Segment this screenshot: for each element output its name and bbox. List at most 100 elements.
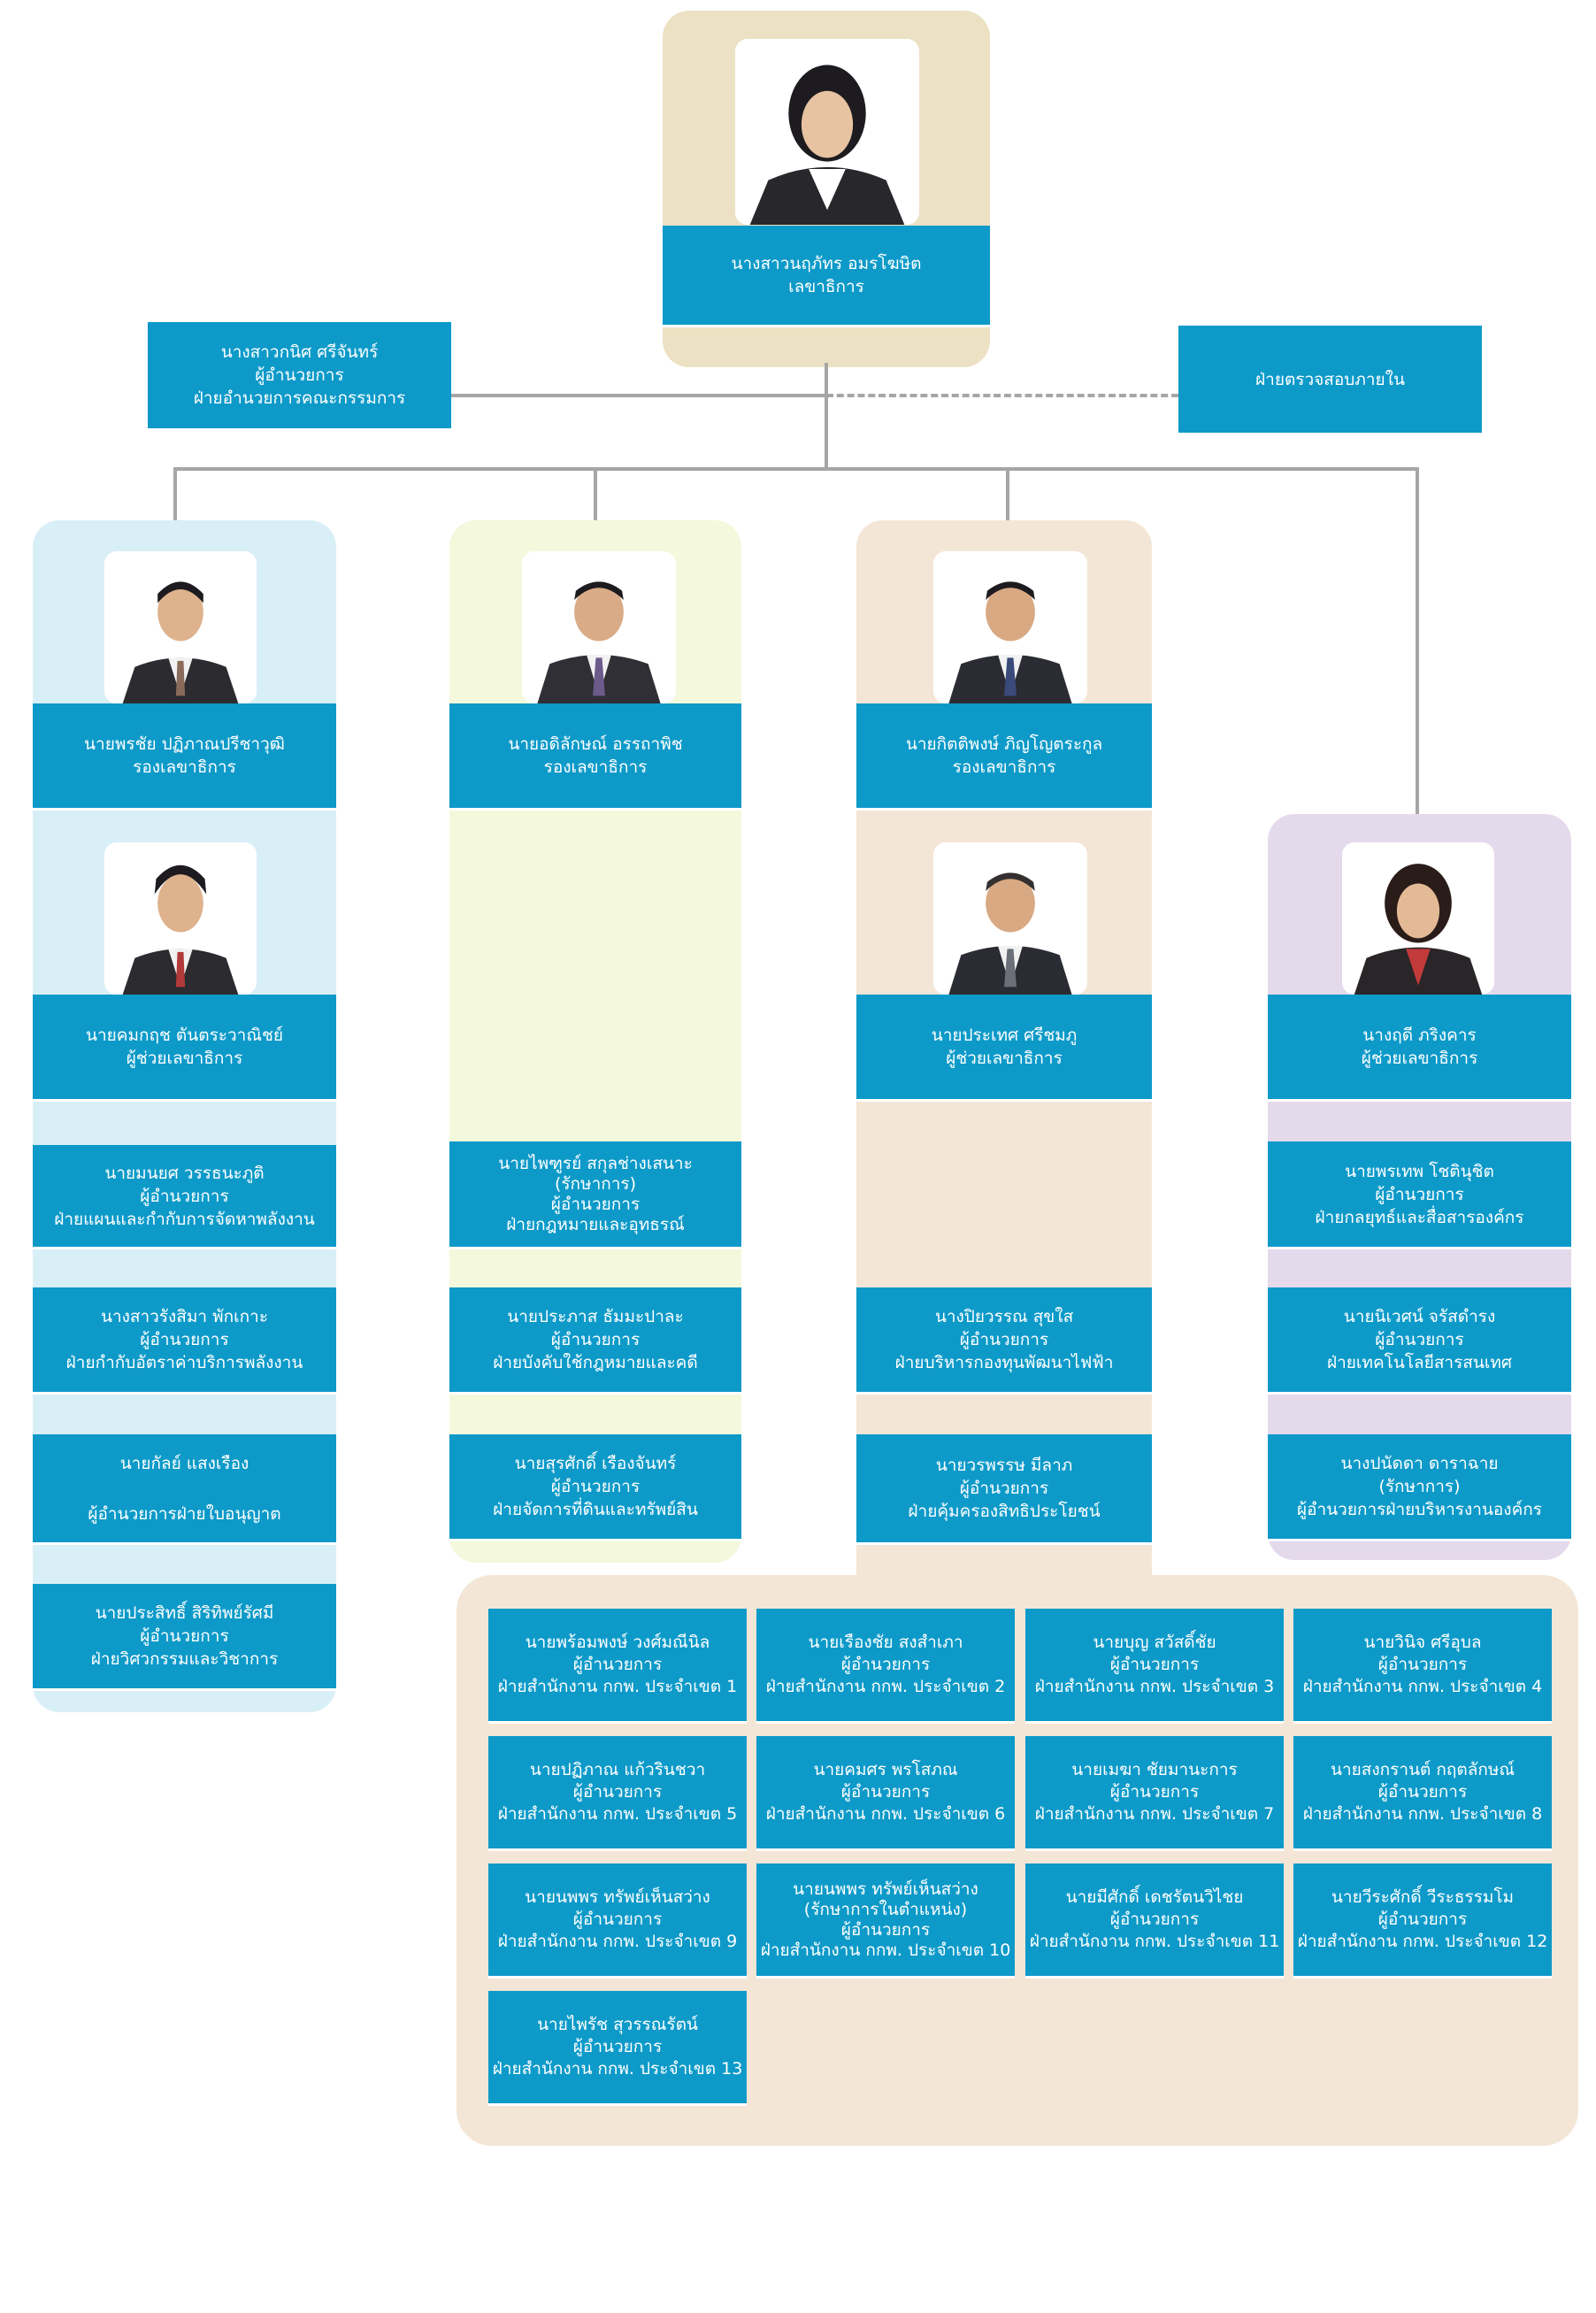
unit-name: ฝ่ายบริหารกองทุนพัฒนาไฟฟ้า: [894, 1353, 1114, 1372]
unit-head: นางปนัดดา ดาราฉาย: [1340, 1454, 1499, 1473]
region-name: ฝ่ายสำนักงาน กกพ. ประจำเขต 11: [1029, 1932, 1280, 1951]
region-head: นายบุญ สวัสดิ์ชัย: [1093, 1633, 1216, 1652]
deputy-box-col2: นายอดิลักษณ์ อรรถาพิช รองเลขาธิการ: [449, 703, 741, 811]
unit-head: นางปิยวรรณ สุขใส: [934, 1307, 1074, 1326]
person-photo: [933, 551, 1087, 703]
person-photo: [933, 842, 1087, 995]
region-role: ผู้อำนวยการ: [572, 2037, 663, 2056]
connector-trunk: [825, 363, 828, 471]
person-title: ผู้ช่วยเลขาธิการ: [126, 1049, 243, 1068]
unit-head: นางสาวรังสิมา พักเกาะ: [100, 1307, 269, 1326]
unit-role: ผู้อำนวยการ: [140, 1330, 229, 1349]
person-title: ผู้ช่วยเลขาธิการ: [946, 1049, 1063, 1068]
unit-head: นายสุรศักดิ์ เรืองจันทร์: [514, 1454, 677, 1473]
unit-box: นายมนยศ วรรธนะภูติ ผู้อำนวยการ ฝ่ายแผนแล…: [33, 1145, 336, 1249]
region-head: นายนพพร ทรัพย์เห็นสว่าง: [793, 1879, 978, 1899]
connector-audit-dashed: [826, 394, 1178, 397]
unit-name: ฝ่ายกลยุทธ์และสื่อสารองค์กร: [1315, 1207, 1524, 1227]
unit-head: นายประภาส ธัมมะปาละ: [507, 1307, 684, 1326]
unit-role: ผู้อำนวยการ: [1375, 1184, 1464, 1204]
unit-box: นายกัลย์ แสงเรือง ผู้อำนวยการฝ่ายใบอนุญา…: [33, 1434, 336, 1545]
region-box: นายบุญ สวัสดิ์ชัย ผู้อำนวยการ ฝ่ายสำนักง…: [1025, 1609, 1284, 1724]
region-box: นายนพพร ทรัพย์เห็นสว่าง (รักษาการในตำแหน…: [756, 1863, 1015, 1979]
region-name: ฝ่ายสำนักงาน กกพ. ประจำเขต 13: [492, 2059, 743, 2079]
unit-role: ผู้อำนวยการ: [140, 1186, 229, 1206]
region-box: นายปฏิภาณ แก้วรินชวา ผู้อำนวยการ ฝ่ายสำน…: [488, 1736, 747, 1851]
region-name: ฝ่ายสำนักงาน กกพ. ประจำเขต 7: [1034, 1804, 1275, 1824]
connector-col2: [594, 467, 597, 520]
region-role: ผู้อำนวยการ: [840, 1655, 931, 1674]
region-role: ผู้อำนวยการ: [1377, 1910, 1468, 1929]
region-box: นายนพพร ทรัพย์เห็นสว่าง ผู้อำนวยการ ฝ่าย…: [488, 1863, 747, 1979]
unit-box: นายพรเทพ โชตินุชิต ผู้อำนวยการ ฝ่ายกลยุท…: [1268, 1141, 1571, 1249]
deputy-box-col3: นายกิตติพงษ์ ภิญโญตระกูล รองเลขาธิการ: [856, 703, 1152, 811]
unit-head: นายพรเทพ โชตินุชิต: [1345, 1161, 1494, 1181]
unit-box: นายไพฑูรย์ สกุลช่างเสนาะ (รักษาการ) ผู้อ…: [449, 1141, 741, 1249]
region-head: นายเมฆา ชัยมานะการ: [1071, 1760, 1238, 1779]
unit-box: นายประสิทธิ์ สิริทิพย์รัศมี ผู้อำนวยการ …: [33, 1584, 336, 1691]
unit-box: นางปิยวรรณ สุขใส ผู้อำนวยการ ฝ่ายบริหารก…: [856, 1287, 1152, 1395]
executive-title: เลขาธิการ: [788, 277, 864, 296]
region-head: นายคมศร พรโสภณ: [813, 1760, 958, 1779]
unit-box: นางปนัดดา ดาราฉาย (รักษาการ) ผู้อำนวยการ…: [1268, 1434, 1571, 1541]
unit-role: ผู้อำนวยการฝ่ายใบอนุญาต: [88, 1503, 281, 1524]
region-box: นายสงกรานต์ กฤตลักษณ์ ผู้อำนวยการ ฝ่ายสำ…: [1293, 1736, 1552, 1851]
person-photo: [735, 39, 919, 225]
region-box: นายมีศักดิ์ เดชรัตนวิไชย ผู้อำนวยการ ฝ่า…: [1025, 1863, 1284, 1979]
person-title: ผู้ช่วยเลขาธิการ: [1361, 1049, 1478, 1068]
connector-col4: [1416, 467, 1419, 814]
region-role: ผู้อำนวยการ: [840, 1782, 931, 1802]
unit-head: นายมนยศ วรรธนะภูติ: [104, 1163, 265, 1183]
region-name: ฝ่ายสำนักงาน กกพ. ประจำเขต 5: [497, 1804, 738, 1824]
region-head: นายพร้อมพงษ์ วงศ์มณีนิล: [525, 1633, 710, 1652]
region-head: นายปฏิภาณ แก้วรินชวา: [529, 1760, 706, 1779]
unit-box: นายนิเวศน์ จรัสดำรง ผู้อำนวยการ ฝ่ายเทคโ…: [1268, 1287, 1571, 1395]
region-role: ผู้อำนวยการ: [572, 1910, 663, 1929]
unit-name: ฝ่ายวิศวกรรมและวิชาการ: [90, 1649, 279, 1669]
person-title: รองเลขาธิการ: [133, 757, 236, 777]
unit-role: ผู้อำนวยการ: [959, 1330, 1049, 1349]
region-head: นายไพรัช สุวรรณรัตน์: [537, 2015, 698, 2034]
assistant-box-col3: นายประเทศ ศรีชมภู ผู้ช่วยเลขาธิการ: [856, 995, 1152, 1102]
unit-role: ผู้อำนวยการ: [959, 1479, 1049, 1498]
staff-unit: ฝ่ายอำนวยการคณะกรรมการ: [193, 388, 406, 408]
unit-name: ฝ่ายเทคโนโลยีสารสนเทศ: [1327, 1353, 1512, 1372]
region-box: นายไพรัช สุวรรณรัตน์ ผู้อำนวยการ ฝ่ายสำน…: [488, 1991, 747, 2106]
region-head: นายเรืองชัย สงสำเภา: [808, 1633, 963, 1652]
person-name: นางฤดี ภริงคาร: [1362, 1026, 1477, 1045]
connector-left-staff: [449, 394, 826, 397]
unit-role: ผู้อำนวยการ: [1375, 1330, 1464, 1349]
region-head: นายวินิจ ศรีอุบล: [1363, 1633, 1482, 1652]
person-name: นายอดิลักษณ์ อรรถาพิช: [508, 734, 683, 754]
unit-role: ผู้อำนวยการ: [550, 1477, 641, 1496]
region-role: ผู้อำนวยการ: [840, 1919, 931, 1940]
region-head: นายนพพร ทรัพย์เห็นสว่าง: [525, 1887, 710, 1907]
person-name: นายพรชัย ปฏิภาณปรีชาวุฒิ: [84, 734, 285, 754]
region-name: ฝ่ายสำนักงาน กกพ. ประจำเขต 4: [1302, 1677, 1543, 1696]
deputy-box-col1: นายพรชัย ปฏิภาณปรีชาวุฒิ รองเลขาธิการ: [33, 703, 336, 811]
person-title: รองเลขาธิการ: [543, 757, 648, 777]
executive-name: นางสาวนฤภัทร อมรโฆษิต: [731, 254, 922, 273]
staff-box-internal-audit: ฝ่ายตรวจสอบภายใน: [1178, 326, 1482, 435]
unit-name: ฝ่ายกำกับอัตราค่าบริการพลังงาน: [65, 1353, 303, 1372]
region-role: ผู้อำนวยการ: [1109, 1910, 1200, 1929]
region-head: นายวีระศักดิ์ วีระธรรมโม: [1331, 1887, 1515, 1907]
unit-box: นางสาวรังสิมา พักเกาะ ผู้อำนวยการ ฝ่ายกำ…: [33, 1287, 336, 1395]
unit-box: นายวรพรรษ มีลาภ ผู้อำนวยการ ฝ่ายคุ้มครอง…: [856, 1434, 1152, 1545]
region-name: ฝ่ายสำนักงาน กกพ. ประจำเขต 8: [1302, 1804, 1543, 1824]
region-role: ผู้อำนวยการ: [1109, 1655, 1200, 1674]
unit-head: นายวรพรรษ มีลาภ: [935, 1456, 1073, 1475]
staff-box-commission-affairs: นางสาวกนิศ ศรีจันทร์ ผู้อำนวยการ ฝ่ายอำน…: [148, 322, 451, 431]
unit-head: นายกัลย์ แสงเรือง: [119, 1453, 249, 1473]
staff-unit: ฝ่ายตรวจสอบภายใน: [1255, 369, 1405, 389]
staff-title: ผู้อำนวยการ: [255, 365, 344, 385]
region-role: ผู้อำนวยการ: [572, 1655, 663, 1674]
person-name: นายคมกฤช ตันตระวาณิชย์: [85, 1026, 284, 1045]
unit-head: นายไพฑูรย์ สกุลช่างเสนาะ: [498, 1153, 693, 1173]
unit-name: ผู้อำนวยการฝ่ายบริหารงานองค์กร: [1296, 1500, 1543, 1519]
unit-box: นายสุรศักดิ์ เรืองจันทร์ ผู้อำนวยการ ฝ่า…: [449, 1434, 741, 1541]
region-box: นายคมศร พรโสภณ ผู้อำนวยการ ฝ่ายสำนักงาน …: [756, 1736, 1015, 1851]
region-box: นายพร้อมพงษ์ วงศ์มณีนิล ผู้อำนวยการ ฝ่าย…: [488, 1609, 747, 1724]
unit-role: ผู้อำนวยการ: [550, 1330, 641, 1349]
region-name: ฝ่ายสำนักงาน กกพ. ประจำเขต 3: [1034, 1677, 1275, 1696]
